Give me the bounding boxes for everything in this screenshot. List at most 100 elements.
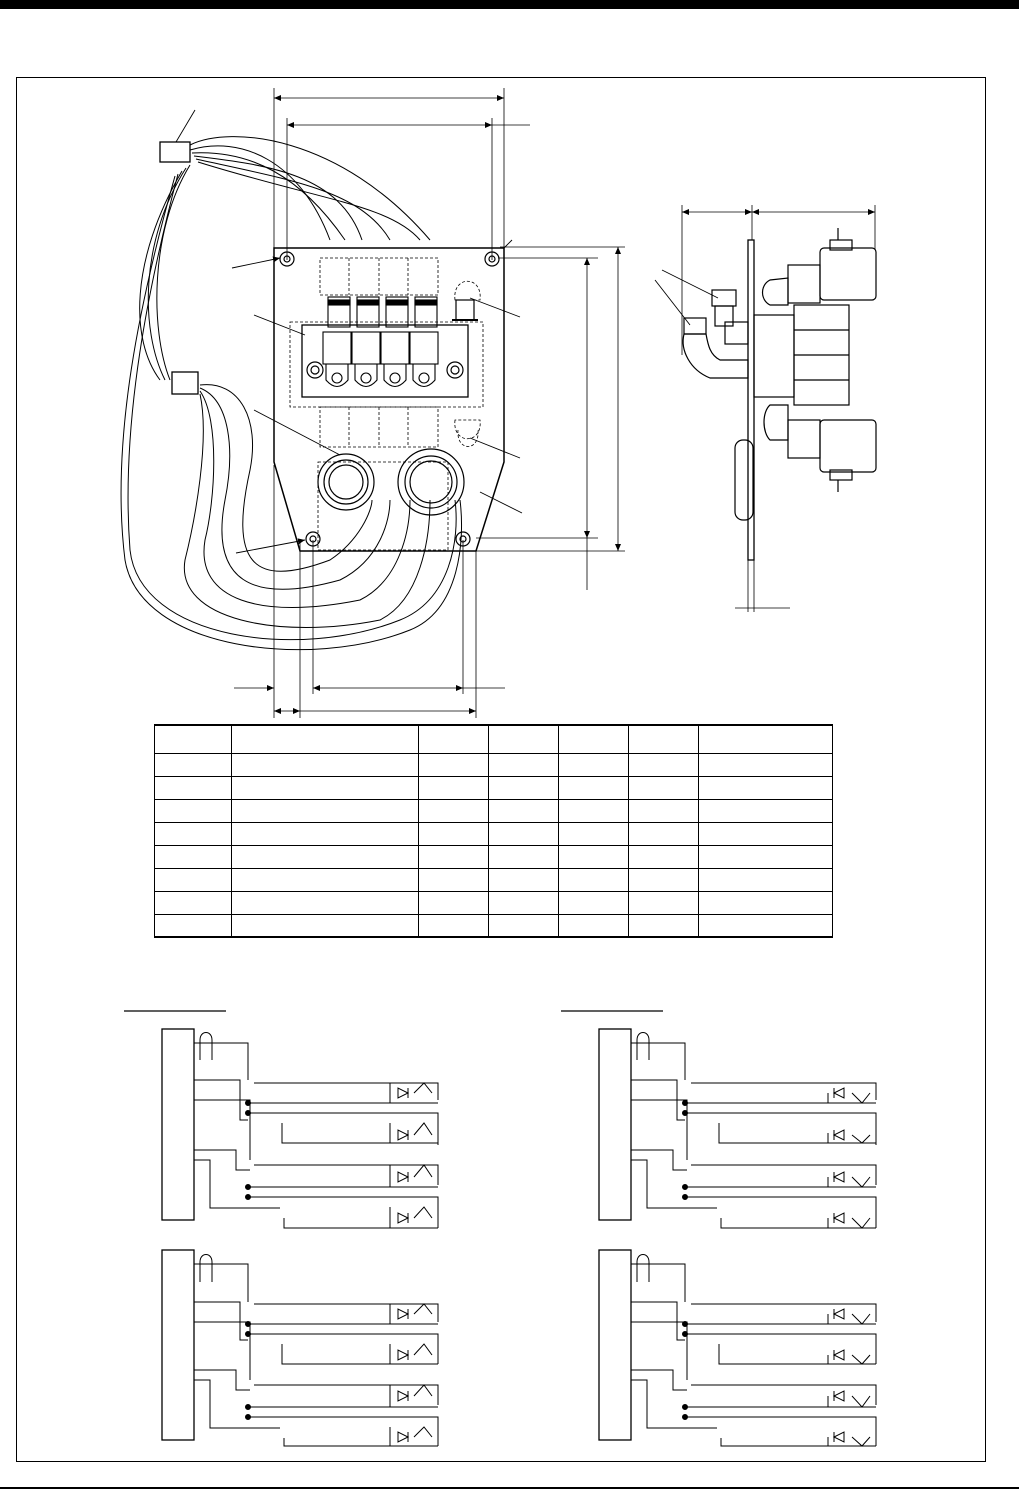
table-cell <box>418 867 489 892</box>
leader-lines <box>175 109 523 554</box>
table-cell <box>418 798 489 823</box>
table-cell <box>154 867 232 892</box>
table-cell <box>558 775 629 800</box>
connector-top <box>159 141 191 163</box>
table-header-cell <box>698 724 833 754</box>
table-cell <box>154 821 232 846</box>
table-cell <box>698 775 833 800</box>
table-header-cell <box>628 724 699 754</box>
table-header-cell <box>558 724 629 754</box>
cable-bundle <box>120 136 462 651</box>
table-header-cell <box>418 724 489 754</box>
table-cell <box>628 913 699 938</box>
wiring-diagram-bottom-right <box>598 1249 877 1447</box>
side-valve-upper <box>761 228 877 306</box>
table-cell <box>418 775 489 800</box>
table-header-cell <box>231 724 419 754</box>
table-cell <box>698 844 833 869</box>
wiring-diagram-top-right <box>598 1028 877 1229</box>
table-row <box>154 913 833 938</box>
table-cell <box>628 752 699 777</box>
pressure-gauges <box>317 448 465 516</box>
table-cell <box>418 752 489 777</box>
spec-table <box>154 724 833 938</box>
table-cell <box>488 890 559 915</box>
dimension-lines-right <box>476 246 625 590</box>
header-bar <box>0 0 1019 9</box>
side-view <box>654 205 877 612</box>
drawing-frame <box>16 77 986 1462</box>
side-manifold <box>753 314 795 398</box>
diode-group-reversed <box>827 1087 871 1229</box>
table-cell <box>154 844 232 869</box>
table-cell <box>698 913 833 938</box>
table-cell <box>558 752 629 777</box>
table-row <box>154 775 833 800</box>
table-cell <box>698 798 833 823</box>
table-cell <box>154 752 232 777</box>
table-cell <box>628 844 699 869</box>
table-cell <box>628 798 699 823</box>
table-cell <box>231 890 419 915</box>
table-cell <box>418 821 489 846</box>
solenoid-valve-4 <box>409 296 439 388</box>
table-cell <box>418 913 489 938</box>
side-valve-lower <box>763 404 877 492</box>
table-cell <box>488 821 559 846</box>
solenoid-valve-2 <box>351 296 381 388</box>
mounting-plate <box>273 247 505 552</box>
table-cell <box>488 798 559 823</box>
top-fitting <box>452 299 478 321</box>
diode-group <box>389 1082 433 1228</box>
table-cell <box>558 821 629 846</box>
table-cell <box>154 798 232 823</box>
table-row <box>154 867 833 892</box>
table-cell <box>698 867 833 892</box>
wiring-diagram-top-left <box>161 1028 439 1229</box>
table-cell <box>154 890 232 915</box>
wiring-diagram-bottom-left <box>161 1249 439 1447</box>
side-gauge <box>734 439 754 521</box>
table-cell <box>628 890 699 915</box>
solenoid-valve-1 <box>322 296 352 388</box>
table-cell <box>488 752 559 777</box>
table-cell <box>231 913 419 938</box>
front-view <box>120 88 625 718</box>
connector-middle <box>171 371 199 395</box>
solenoid-valve-3 <box>380 296 410 388</box>
table-cell <box>698 752 833 777</box>
table-row <box>154 890 833 915</box>
table-cell <box>231 844 419 869</box>
table-row <box>154 752 833 777</box>
table-cell <box>628 775 699 800</box>
table-cell <box>488 775 559 800</box>
wiring-diagrams <box>124 1010 877 1447</box>
table-cell <box>558 913 629 938</box>
dimension-lines-top <box>273 88 530 260</box>
table-cell <box>231 752 419 777</box>
table-cell <box>488 867 559 892</box>
table-header-row <box>154 724 833 754</box>
table-cell <box>231 798 419 823</box>
table-row <box>154 821 833 846</box>
table-cell <box>698 890 833 915</box>
solenoid-valves <box>322 296 439 388</box>
table-cell <box>418 844 489 869</box>
table-header-cell <box>154 724 232 754</box>
mounting-holes <box>279 251 500 547</box>
table-cell <box>698 821 833 846</box>
table-cell <box>628 867 699 892</box>
table-cell <box>154 775 232 800</box>
table-cell <box>558 844 629 869</box>
side-fittings <box>682 289 749 379</box>
table-cell <box>558 798 629 823</box>
table-header-cell <box>488 724 559 754</box>
table-cell <box>231 775 419 800</box>
table-cell <box>488 844 559 869</box>
manifold-body <box>301 324 469 398</box>
table-row <box>154 844 833 869</box>
table-row <box>154 798 833 823</box>
table-cell <box>231 821 419 846</box>
table-cell <box>558 890 629 915</box>
